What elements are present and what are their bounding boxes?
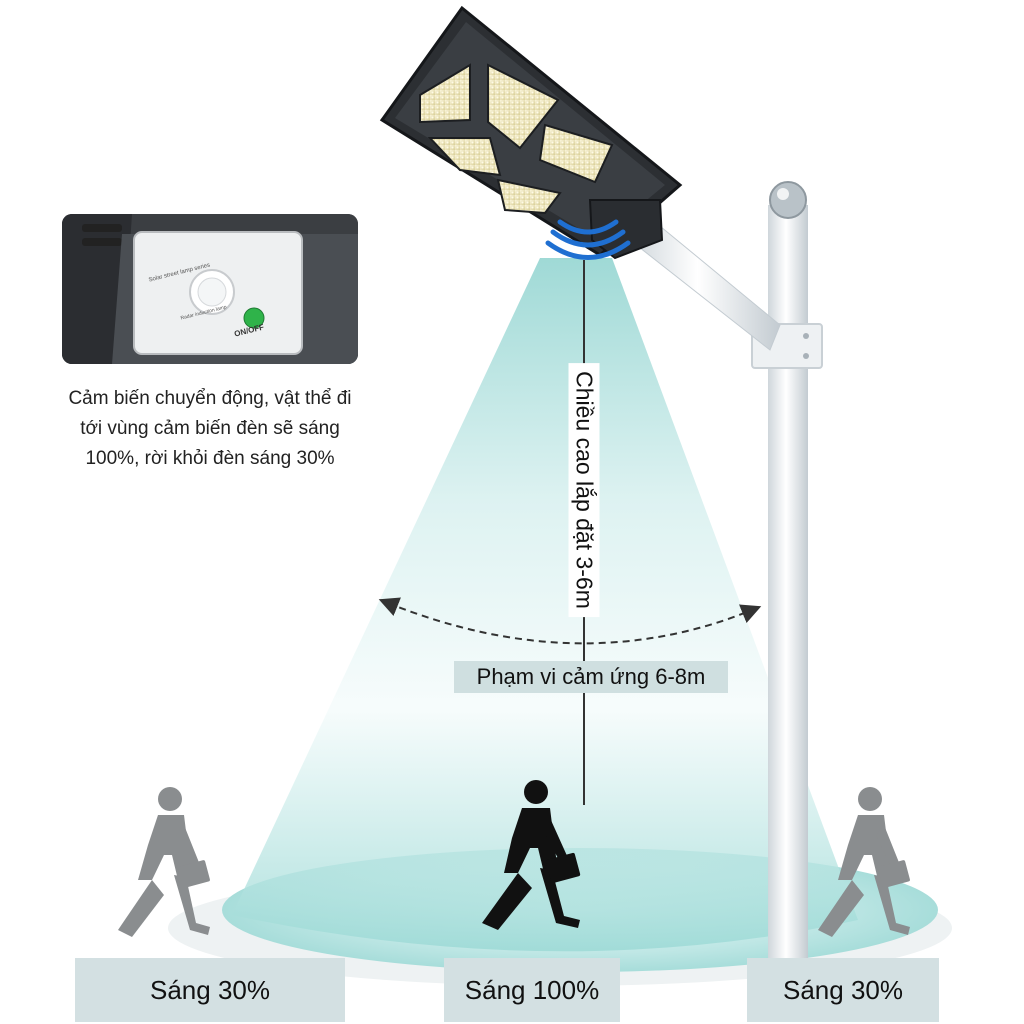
range-arc xyxy=(378,597,762,645)
walking-man-icon xyxy=(482,780,581,930)
pole-cap xyxy=(769,181,807,219)
installation-height-label: Chiều cao lắp đặt 3-6m xyxy=(568,363,600,617)
caption-line-1: Cảm biến chuyển động, vật thể đi xyxy=(68,388,352,409)
solar-lamp-head xyxy=(379,5,683,260)
lamp-pole xyxy=(768,205,808,965)
sensor-module-photo: Solar street lamp series Radar induction… xyxy=(62,214,358,364)
walking-man-icon xyxy=(818,787,910,937)
sensor-caption: Cảm biến chuyển động, vật thể đi tới vùn… xyxy=(30,384,390,474)
briefcase-icon xyxy=(878,860,910,888)
caption-line-2: tới vùng cảm biến đèn sẽ sáng xyxy=(80,418,340,439)
brightness-left-label: Sáng 30% xyxy=(75,958,345,1022)
briefcase-icon xyxy=(545,852,581,884)
sensor-module-illustration xyxy=(62,214,358,364)
caption-line-3: 100%, rời khỏi đèn sáng 30% xyxy=(85,448,335,469)
on-off-switch-icon xyxy=(243,307,265,329)
brightness-center-label: Sáng 100% xyxy=(444,958,620,1022)
brightness-right-label: Sáng 30% xyxy=(747,958,939,1022)
sensing-range-label: Phạm vi cảm ứng 6-8m xyxy=(454,661,728,693)
walking-man-icon xyxy=(118,787,210,937)
briefcase-icon xyxy=(178,860,210,888)
radar-wave-icon xyxy=(545,219,631,260)
